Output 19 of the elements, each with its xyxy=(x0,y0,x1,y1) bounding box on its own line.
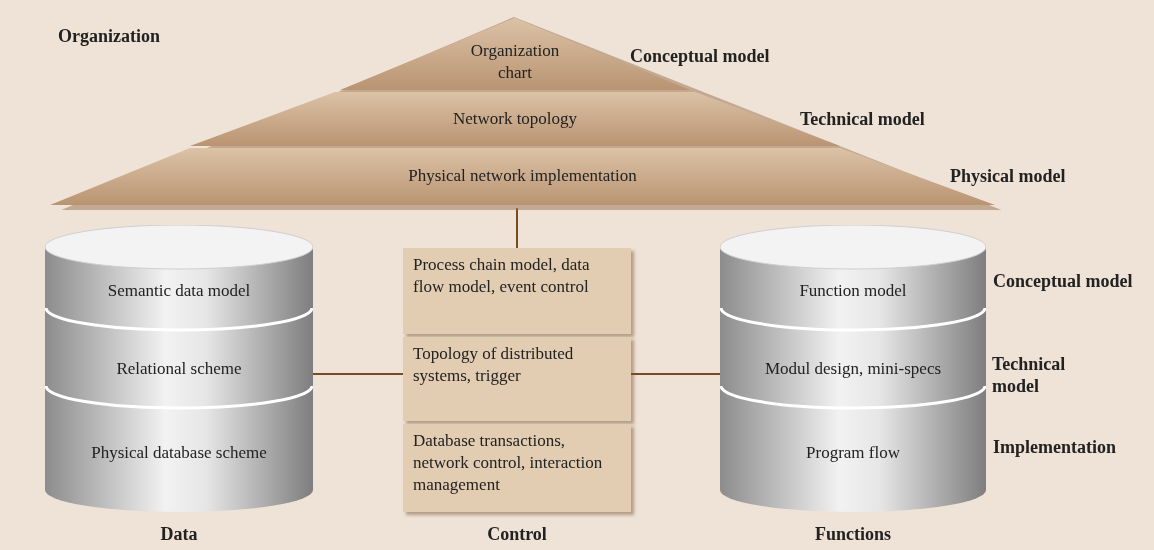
control-panel: Topology of distributed systems, trigger xyxy=(403,337,631,421)
level-label: Implementation xyxy=(993,436,1117,458)
layer-label: Network topology xyxy=(451,108,579,130)
layer-label: Organization chart xyxy=(469,40,561,84)
connector-line xyxy=(516,207,518,249)
heading: Functions xyxy=(814,523,892,545)
level-label: Technical model xyxy=(992,353,1067,397)
heading: Organization xyxy=(58,25,160,47)
level-label: Physical model xyxy=(950,165,1066,187)
level-label: Conceptual model xyxy=(630,45,770,67)
control-panel: Process chain model, data flow model, event control xyxy=(403,248,631,334)
connector-line xyxy=(312,373,404,375)
level-label: Conceptual model xyxy=(993,270,1133,292)
heading: Control xyxy=(486,523,548,545)
heading: Data xyxy=(159,523,199,545)
connector-line xyxy=(630,373,721,375)
level-label: Technical model xyxy=(800,108,925,130)
control-panel: Database transactions, network control, interaction management xyxy=(403,424,631,512)
layer-label: Physical network implementation xyxy=(407,165,638,187)
